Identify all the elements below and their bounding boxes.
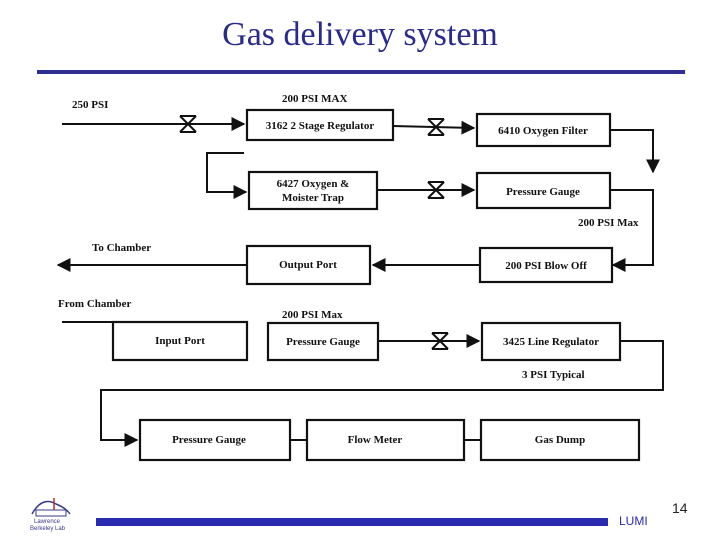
valve-icon bbox=[179, 115, 197, 133]
line-regulator-label: 3425 Line Regulator bbox=[503, 336, 599, 348]
regulator-label: 3162 2 Stage Regulator bbox=[266, 120, 375, 132]
lab-logo: Lawrence Berkeley Lab bbox=[30, 498, 71, 532]
pressure-gauge-box-1: Pressure Gauge bbox=[475, 171, 612, 210]
gas-dump-box: Gas Dump bbox=[479, 418, 641, 462]
output-port-label: Output Port bbox=[279, 259, 337, 271]
label-200-psi-max-top: 200 PSI MAX bbox=[282, 93, 347, 105]
regulator-box: 3162 2 Stage Regulator bbox=[245, 108, 395, 142]
title-divider bbox=[37, 70, 685, 74]
valve-icon bbox=[427, 118, 445, 136]
output-port-box: Output Port bbox=[245, 244, 372, 286]
line-regulator-box: 3425 Line Regulator bbox=[480, 321, 622, 362]
flow-meter-label: Flow Meter bbox=[348, 434, 403, 446]
label-to-chamber: To Chamber bbox=[92, 242, 151, 254]
pressure-gauge-label-2: Pressure Gauge bbox=[286, 336, 360, 348]
oxygen-filter-box: 6410 Oxygen Filter bbox=[475, 112, 612, 148]
loop-to-trap-line bbox=[206, 152, 248, 199]
input-port-box: Input Port bbox=[111, 320, 249, 362]
valve-icon bbox=[431, 332, 449, 350]
gas-dump-label: Gas Dump bbox=[535, 434, 585, 446]
trap-label-line2: Moister Trap bbox=[282, 192, 344, 204]
regulator-to-filter-line bbox=[392, 120, 476, 135]
flow-meter-box: Flow Meter bbox=[305, 418, 466, 462]
pressure-gauge-box-3: Pressure Gauge bbox=[138, 418, 292, 462]
oxygen-trap-box: 6427 Oxygen & Moister Trap bbox=[247, 170, 379, 211]
oxygen-filter-label: 6410 Oxygen Filter bbox=[498, 125, 588, 137]
footer-bar bbox=[96, 518, 608, 526]
logo-text-line1: Lawrence bbox=[34, 519, 61, 525]
label-200-psi-max-mid: 200 PSI Max bbox=[282, 309, 343, 321]
input-port-label: Input Port bbox=[155, 335, 205, 347]
logo-text-line2: Berkeley Lab bbox=[30, 526, 66, 532]
valve-icon bbox=[427, 181, 445, 199]
label-250-psi: 250 PSI bbox=[72, 99, 108, 111]
page-number: 14 bbox=[672, 500, 688, 516]
line-regulator-loop-line bbox=[100, 340, 664, 447]
pressure-gauge-box-2: Pressure Gauge bbox=[266, 321, 380, 362]
label-3-psi-typical: 3 PSI Typical bbox=[522, 369, 585, 381]
trap-label-line1: 6427 Oxygen & bbox=[277, 178, 350, 190]
footer-tag: LUMI bbox=[619, 514, 648, 528]
label-200-psi-max-right: 200 PSI Max bbox=[578, 217, 639, 229]
label-from-chamber: From Chamber bbox=[58, 298, 132, 310]
page-title: Gas delivery system bbox=[222, 16, 498, 53]
blow-off-label: 200 PSI Blow Off bbox=[505, 260, 587, 272]
blow-off-box: 200 PSI Blow Off bbox=[478, 246, 614, 284]
pressure-gauge-label-1: Pressure Gauge bbox=[506, 186, 580, 198]
pressure-gauge-label-3: Pressure Gauge bbox=[172, 434, 246, 446]
filter-down-line bbox=[610, 129, 660, 174]
gauge-to-blowoff-line bbox=[610, 189, 654, 272]
